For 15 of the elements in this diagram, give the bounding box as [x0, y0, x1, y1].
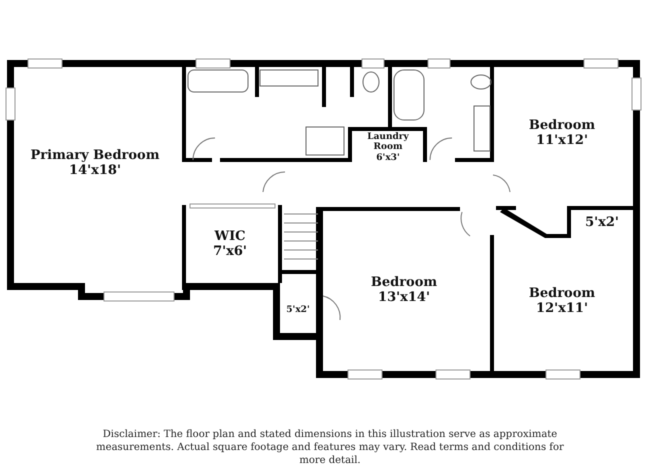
room-label: WIC: [214, 229, 246, 244]
dimension-label: 6'x3': [376, 153, 400, 163]
disclaimer-note: Disclaimer: The floor plan and stated dimensions in this illustration serve as approximate measurements. Actual square footage and features may vary. Read terms and conditions for more detail.: [95, 428, 565, 467]
room-label: Primary Bedroom: [30, 148, 160, 163]
dimension-label: 13'x14': [378, 290, 430, 305]
dimension-label: 14'x18': [69, 163, 121, 178]
dimension-label: 7'x6': [213, 244, 247, 259]
dimension-label: 5'x2': [585, 215, 619, 230]
room-label: Bedroom: [528, 118, 596, 133]
room-label: Bedroom: [528, 286, 596, 301]
dimension-label: 5'x2': [286, 305, 310, 315]
dimension-label: 11'x12': [536, 133, 588, 148]
dimension-label: 12'x11': [536, 301, 588, 316]
room-label: Bedroom: [370, 275, 438, 290]
room-label: Laundry Room: [366, 132, 410, 152]
